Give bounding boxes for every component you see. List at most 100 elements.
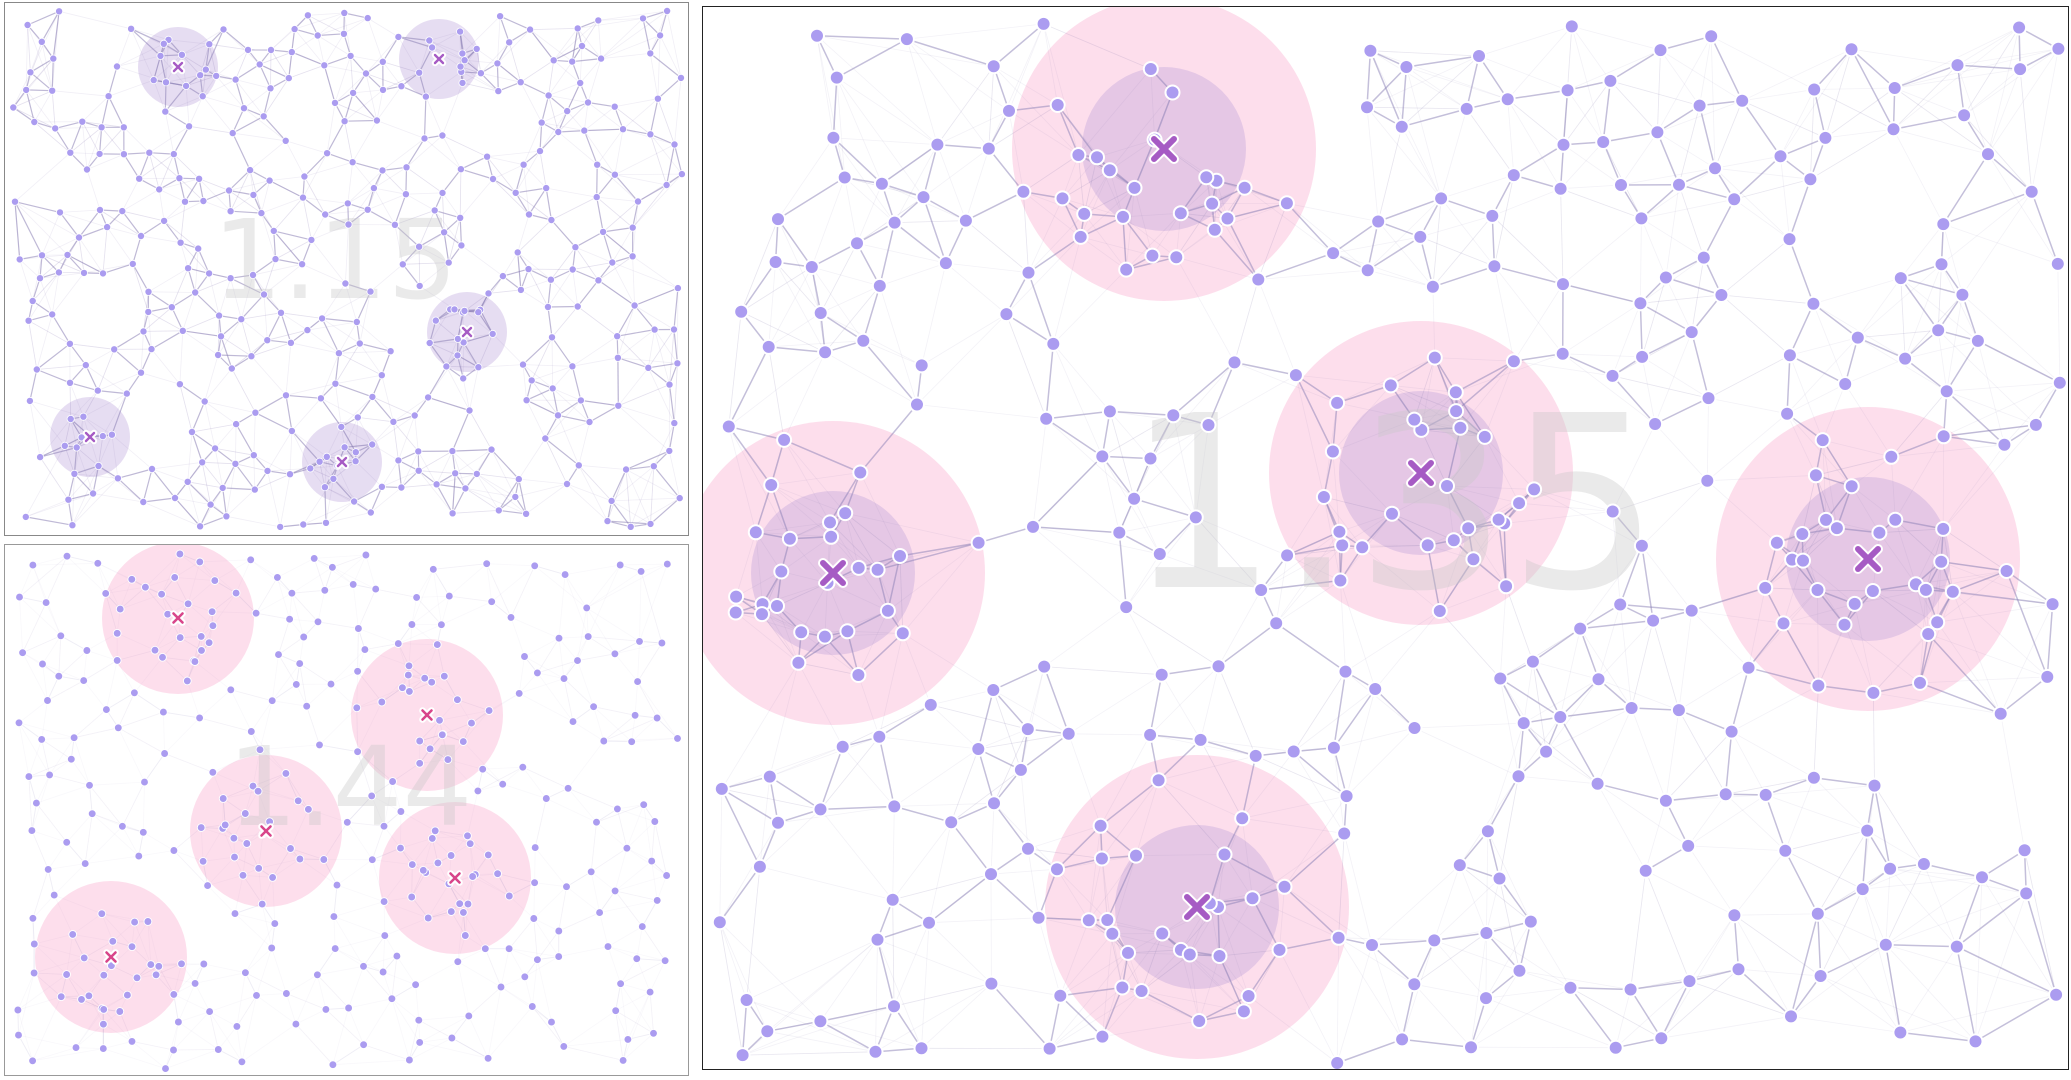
graph-edge xyxy=(290,342,339,354)
graph-edge xyxy=(259,744,320,751)
graph-edge xyxy=(197,248,210,274)
graph-edge xyxy=(105,586,146,594)
graph-edge xyxy=(1226,218,1259,280)
graph-node xyxy=(483,850,493,860)
graph-edge xyxy=(1346,688,1376,797)
graph-edge xyxy=(291,592,319,623)
graph-edge xyxy=(566,82,581,112)
graph-edge xyxy=(222,798,246,814)
graph-edge xyxy=(614,174,639,202)
graph-edge xyxy=(836,77,846,178)
graph-edge xyxy=(153,43,165,81)
graph-edge xyxy=(906,38,994,68)
graph-edge xyxy=(1195,424,1209,518)
graph-edge xyxy=(1470,932,1487,1048)
graph-edge xyxy=(1219,898,1253,957)
graph-edge xyxy=(877,939,922,1049)
graph-edge xyxy=(333,916,336,949)
graph-node xyxy=(412,593,421,602)
graph-edge xyxy=(1503,523,1507,587)
graph-edge xyxy=(988,23,1044,149)
graph-edge xyxy=(411,624,438,645)
graph-edge xyxy=(1189,954,1245,1012)
graph-node xyxy=(363,14,372,23)
graph-edge xyxy=(719,788,723,923)
graph-edge xyxy=(317,965,364,976)
graph-edge xyxy=(1023,154,1079,193)
graph-edge xyxy=(92,813,144,833)
graph-edge xyxy=(862,285,881,342)
graph-edge xyxy=(207,874,244,886)
graph-edge xyxy=(130,28,169,41)
graph-node xyxy=(313,31,322,40)
graph-edge xyxy=(1427,545,1441,612)
graph-edge xyxy=(356,321,391,352)
graph-edge xyxy=(1742,48,1852,102)
graph-edge xyxy=(1248,995,1338,1064)
graph-node xyxy=(160,749,169,758)
graph-edge xyxy=(1571,26,1611,82)
graph-node xyxy=(493,869,502,879)
graph-edge xyxy=(1857,277,1902,338)
graph-edge xyxy=(537,672,565,679)
graph-node xyxy=(456,62,465,71)
graph-edge xyxy=(1338,937,1435,941)
graph-edge xyxy=(442,168,462,194)
graph-edge xyxy=(558,102,589,133)
graph-edge xyxy=(1068,674,1162,735)
graph-edge xyxy=(1333,747,1348,797)
graph-node xyxy=(650,817,660,826)
graph-edge xyxy=(1813,277,1901,305)
graph-node xyxy=(183,599,193,609)
graph-edge xyxy=(640,571,663,644)
graph-edge xyxy=(47,842,68,870)
graph-edge xyxy=(311,224,349,241)
graph-node xyxy=(271,255,280,264)
graph-edge xyxy=(1817,888,1864,915)
graph-edge xyxy=(639,563,668,642)
graph-node xyxy=(635,637,644,646)
graph-edge xyxy=(1485,921,1532,999)
graph-edge xyxy=(491,449,516,498)
graph-edge xyxy=(286,993,297,1025)
graph-edge xyxy=(134,921,152,965)
graph-edge xyxy=(28,320,71,345)
graph-edge xyxy=(1175,203,1213,258)
graph-edge xyxy=(1101,987,1123,1037)
graph-edge xyxy=(545,421,590,439)
graph-edge xyxy=(990,873,1040,919)
graph-edge xyxy=(1765,587,1818,591)
graph-edge xyxy=(1247,949,1281,997)
graph-edge xyxy=(394,224,420,248)
graph-edge xyxy=(1691,587,1766,612)
graph-edge xyxy=(1820,888,1864,977)
graph-edge xyxy=(1641,167,1716,219)
graph-edge xyxy=(130,28,155,81)
graph-edge xyxy=(13,90,53,108)
graph-node xyxy=(619,125,628,134)
graph-edge xyxy=(92,813,144,833)
graph-edge xyxy=(400,811,436,832)
graph-edge xyxy=(596,196,639,202)
graph-edge xyxy=(101,913,135,923)
graph-node xyxy=(323,149,332,158)
graph-edge xyxy=(550,246,576,280)
graph-edge xyxy=(352,92,378,121)
graph-node xyxy=(404,661,414,671)
graph-edge xyxy=(1656,104,1701,133)
graph-node xyxy=(530,878,539,888)
graph-edge xyxy=(1102,414,1174,457)
graph-edge xyxy=(202,95,234,134)
graph-node xyxy=(430,826,440,836)
graph-edge xyxy=(1370,50,1480,57)
graph-edge xyxy=(1068,733,1151,736)
graph-edge xyxy=(1559,678,1600,718)
graph-edge xyxy=(551,1021,565,1047)
graph-edge xyxy=(435,320,459,340)
graph-node xyxy=(355,339,364,348)
influence-zone xyxy=(703,421,985,725)
graph-edge xyxy=(218,354,252,357)
graph-edge xyxy=(241,312,282,320)
graph-edge xyxy=(119,1011,133,1042)
graph-edge xyxy=(101,913,133,947)
